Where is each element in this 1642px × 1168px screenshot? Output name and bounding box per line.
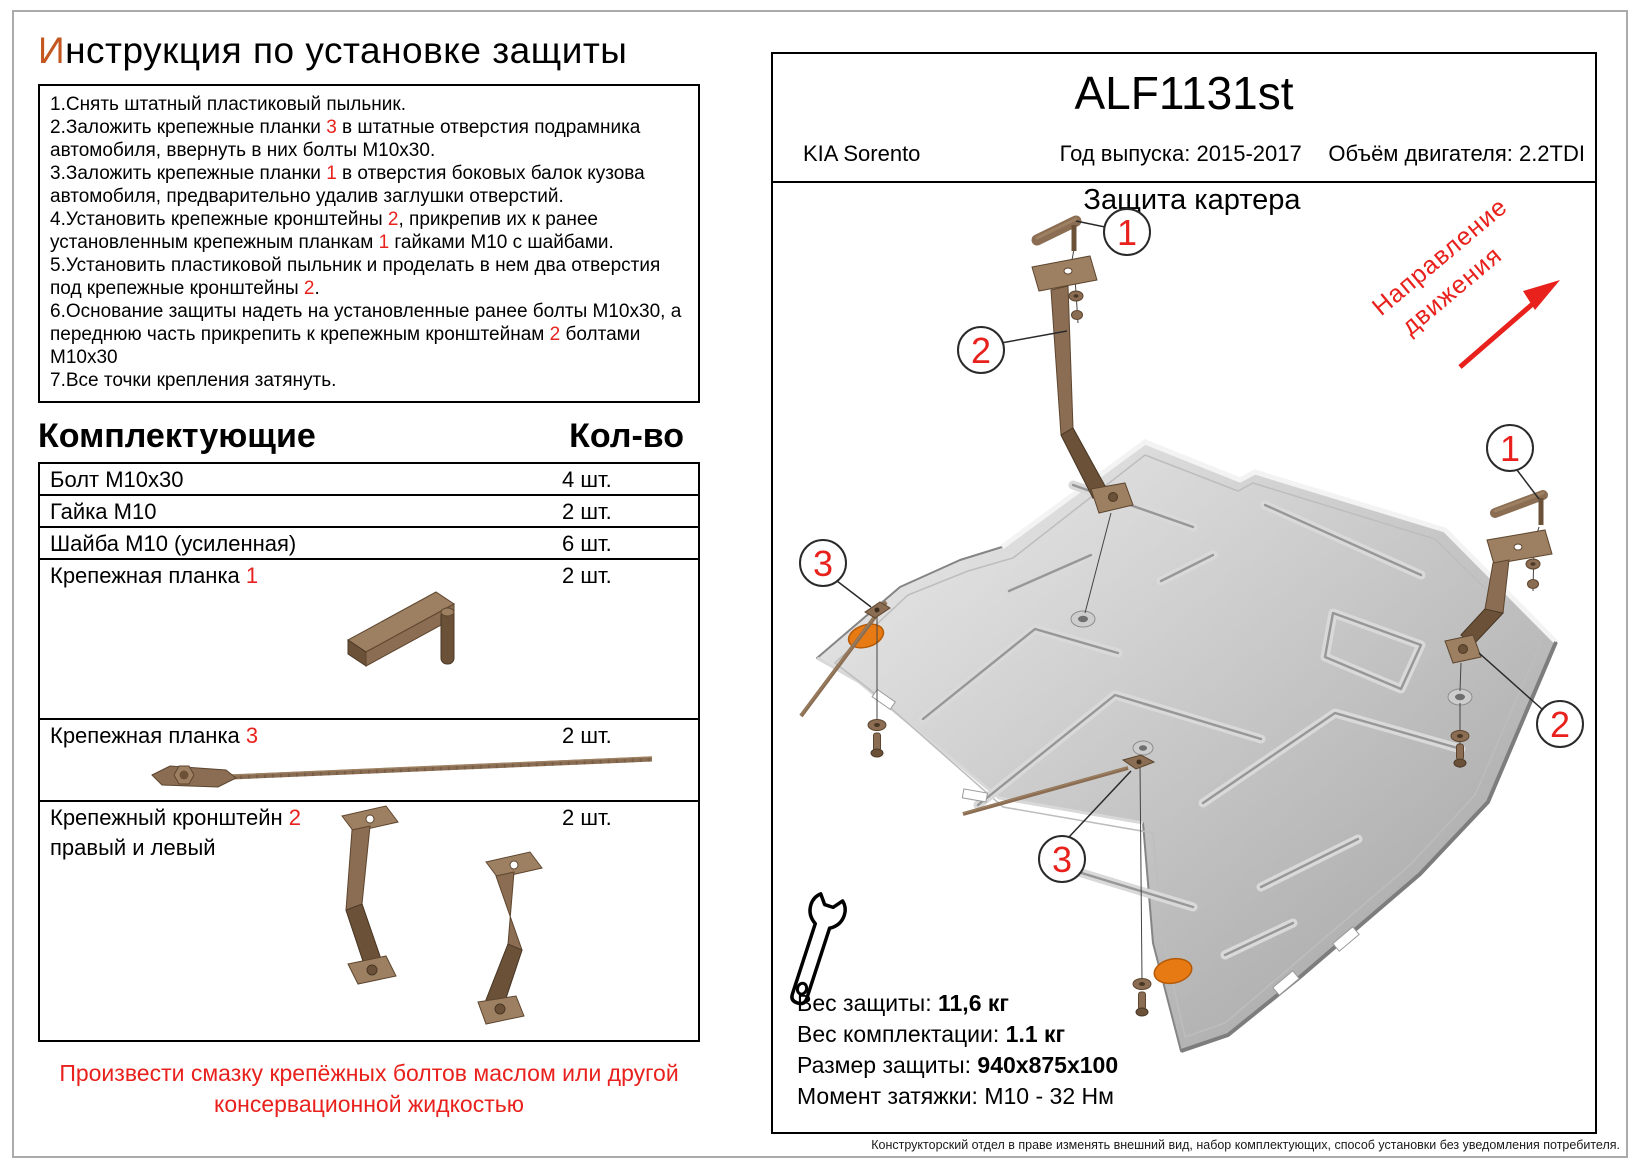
page-title-rest: нструкция по установке защиты xyxy=(65,30,628,71)
part-name: Крепежная планка 3 xyxy=(50,723,259,748)
bracket-left xyxy=(341,805,399,985)
part-qty: 2 шт. xyxy=(562,499,612,524)
callout-number: 1 xyxy=(1500,428,1520,469)
direction-arrow-icon xyxy=(1458,280,1560,369)
callout-number: 3 xyxy=(813,543,833,584)
part-name: Болт М10х30 xyxy=(50,467,184,492)
part-row-bolt: Болт М10х30 4 шт. xyxy=(40,464,698,494)
instruction-item: 1.Снять штатный пластиковый пыльник. xyxy=(50,94,406,115)
plank1-image xyxy=(347,591,455,667)
engine-label: Объём двигателя: 2.2TDI xyxy=(1328,141,1585,166)
page-title: Инструкция по установке защиты xyxy=(38,30,700,72)
spec-torque: Момент затяжки: М10 - 32 Нм xyxy=(797,1081,1118,1112)
instruction-item: 7.Все точки крепления затянуть. xyxy=(50,370,337,391)
part-qty: 4 шт. xyxy=(562,467,612,492)
part-name: Крепежный кронштейн 2 xyxy=(50,805,302,830)
panel-meta: KIA Sorento Год выпуска: 2015-2017 Объём… xyxy=(773,141,1595,167)
part-row-nut: Гайка М10 2 шт. xyxy=(40,494,698,526)
plate-notches xyxy=(871,688,1360,996)
parts-header-qty: Кол-во xyxy=(569,417,684,455)
spec-torque-value: М10 - 32 Нм xyxy=(984,1083,1114,1109)
bracket-assembly-right xyxy=(1444,490,1553,768)
plate-holes xyxy=(1070,610,1473,756)
warning-text: Произвести смазку крепёжных болтов масло… xyxy=(38,1058,700,1120)
callout-number: 3 xyxy=(1052,839,1072,880)
callout-right-plank: 1 xyxy=(1486,424,1534,472)
bracket-assembly-top xyxy=(1031,215,1134,614)
part-row-washer: Шайба М10 (усиленная) 6 шт. xyxy=(40,526,698,558)
part-qty: 2 шт. xyxy=(562,723,612,748)
spec-size: Размер защиты: 940x875x100 xyxy=(797,1050,1118,1081)
panel-header: ALF1131st KIA Sorento Год выпуска: 2015-… xyxy=(773,54,1595,183)
rubber-pad-bottom xyxy=(1153,957,1193,985)
instruction-item: 3.Заложить крепежные планки 1 в отверсти… xyxy=(50,163,645,207)
spec-size-value: 940x875x100 xyxy=(977,1052,1119,1078)
instruction-item: 5.Установить пластиковой пыльник и проде… xyxy=(50,255,661,299)
callout-leaders xyxy=(836,220,1544,838)
instructions-box: 1.Снять штатный пластиковый пыльник.2.За… xyxy=(38,84,700,403)
part-qty: 2 шт. xyxy=(562,563,612,588)
spec-kit-weight-value: 1.1 кг xyxy=(1005,1021,1066,1047)
spec-torque-label: Момент затяжки: xyxy=(797,1083,985,1109)
callout-bottom-rod: 3 xyxy=(1038,835,1086,883)
bracket2-image xyxy=(341,805,543,1025)
spec-size-label: Размер защиты: xyxy=(797,1052,978,1078)
part-row-bracket2: Крепежный кронштейн 2 правый и левый 2 ш… xyxy=(40,800,698,1040)
model-code: ALF1131st xyxy=(1074,67,1294,119)
spec-weight-label: Вес защиты: xyxy=(797,990,938,1016)
mount-rod-bottom xyxy=(962,754,1156,1017)
part-row-plank1: Крепежная планка 1 2 шт. xyxy=(40,558,698,718)
spec-kit-weight-label: Вес комплектации: xyxy=(797,1021,1006,1047)
wrench-icon xyxy=(790,892,847,1006)
car-name: KIA Sorento xyxy=(803,141,921,166)
parts-table: Болт М10х30 4 шт. Гайка М10 2 шт. Шайба … xyxy=(38,462,700,1042)
part-name: Крепежная планка 1 xyxy=(50,563,259,588)
bracket-right xyxy=(477,851,543,1025)
left-column: Инструкция по установке защиты 1.Снять ш… xyxy=(38,30,700,1120)
warning-line2: консервационной жидкостью xyxy=(214,1091,524,1117)
warning-line1: Произвести смазку крепёжных болтов масло… xyxy=(59,1060,679,1086)
callout-number: 1 xyxy=(1117,212,1137,253)
parts-table-header: Комплектующие Кол-во xyxy=(38,417,700,456)
product-panel: ALF1131st KIA Sorento Год выпуска: 2015-… xyxy=(771,52,1597,1134)
skid-plate-drawing: Защита картера xyxy=(790,184,1584,1053)
disclaimer: Конструкторский отдел в праве изменять в… xyxy=(871,1138,1620,1152)
plank3-image xyxy=(151,756,653,788)
specs-block: Вес защиты: 11,6 кг Вес комплектации: 1.… xyxy=(797,988,1118,1112)
year-label: Год выпуска: 2015-2017 xyxy=(1059,141,1302,166)
skid-plate xyxy=(816,439,1558,1053)
callout-number: 2 xyxy=(1550,704,1570,745)
instruction-item: 6.Основание защиты надеть на установленн… xyxy=(50,301,682,368)
callout-left-rod: 3 xyxy=(799,539,847,587)
callout-left-bracket: 2 xyxy=(957,326,1005,374)
spec-weight-value: 11,6 кг xyxy=(937,990,1009,1016)
page-title-first-letter: И xyxy=(38,30,66,71)
mount-rod-left xyxy=(799,600,891,758)
callout-right-bracket: 2 xyxy=(1536,700,1584,748)
plate-ribs xyxy=(918,480,1466,960)
part-qty: 2 шт. xyxy=(562,805,612,830)
part-row-plank3: Крепежная планка 3 2 шт. xyxy=(40,718,698,800)
part-name: Гайка М10 xyxy=(50,499,157,524)
part-name-line2: правый и левый xyxy=(50,835,216,860)
callout-top-plank: 1 xyxy=(1103,208,1151,256)
parts-header-name: Комплектующие xyxy=(38,417,316,455)
spec-kit-weight: Вес комплектации: 1.1 кг xyxy=(797,1019,1118,1050)
instruction-item: 2.Заложить крепежные планки 3 в штатные … xyxy=(50,117,641,161)
spec-weight: Вес защиты: 11,6 кг xyxy=(797,988,1118,1019)
part-name: Шайба М10 (усиленная) xyxy=(50,531,297,556)
instruction-item: 4.Установить крепежные кронштейны 2, при… xyxy=(50,209,614,253)
callout-number: 2 xyxy=(971,330,991,371)
part-qty: 6 шт. xyxy=(562,531,612,556)
